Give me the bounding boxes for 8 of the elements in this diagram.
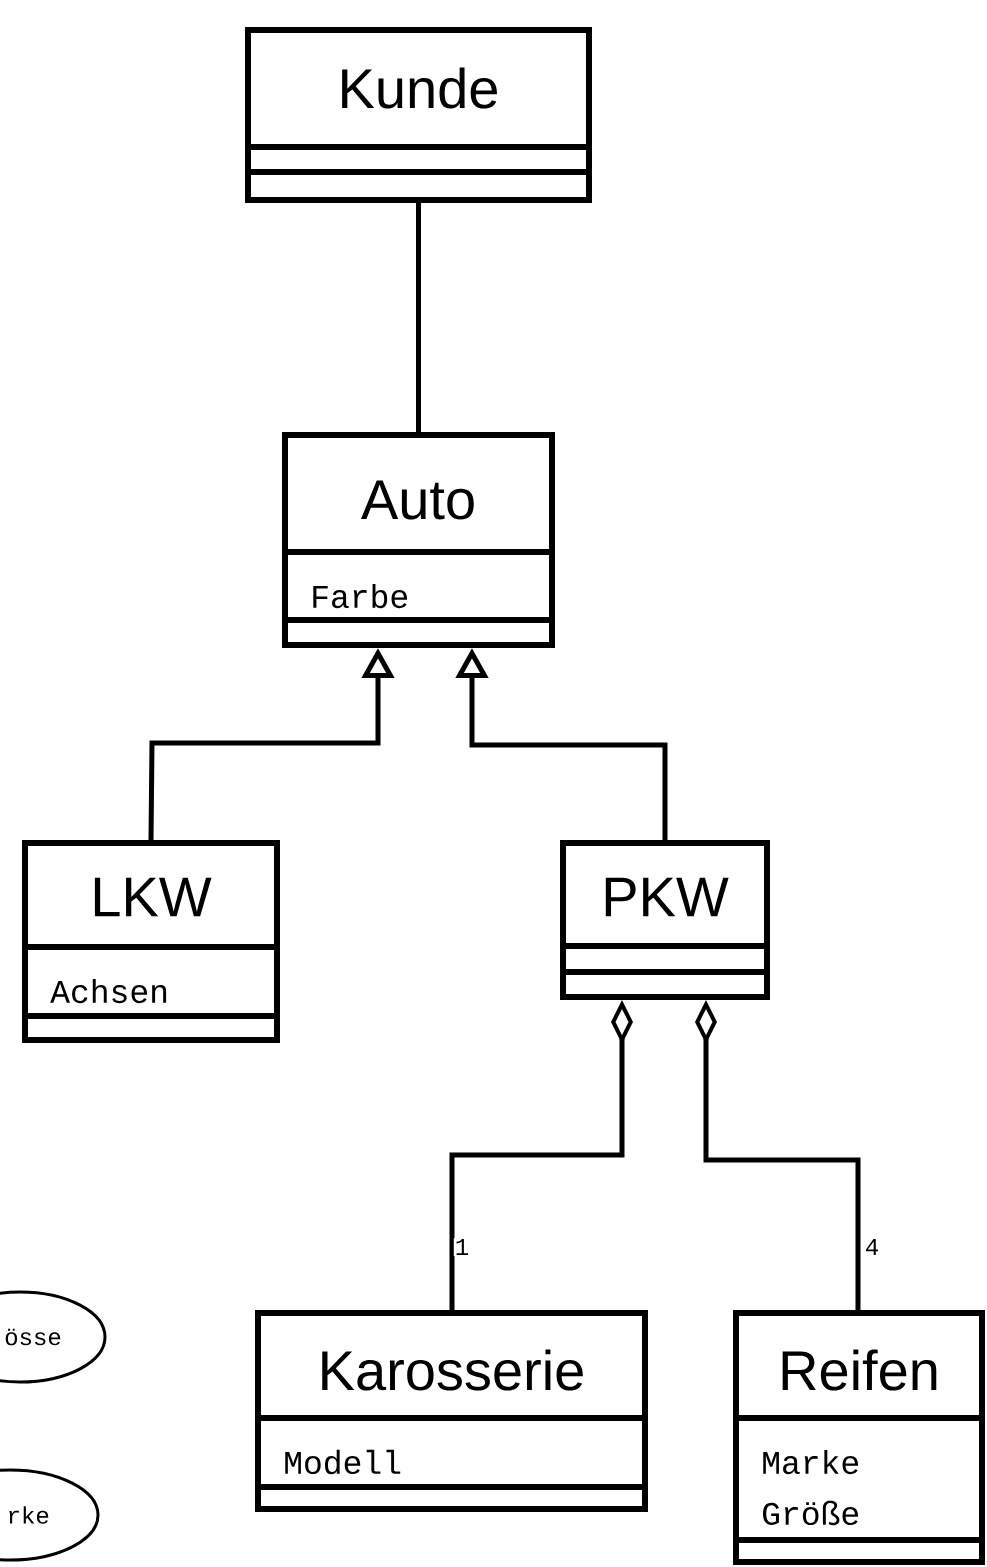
multiplicity-label: 4	[863, 1238, 881, 1256]
class-box: LKW Achsen	[22, 840, 280, 1043]
connector	[416, 203, 421, 432]
class-box: Auto Farbe	[282, 432, 555, 648]
class-box: Reifen Marke Größe	[733, 1310, 985, 1565]
class-box: Karosserie Modell	[255, 1310, 648, 1512]
class-box: Kunde	[245, 27, 592, 203]
class-box: PKW	[560, 840, 770, 1000]
